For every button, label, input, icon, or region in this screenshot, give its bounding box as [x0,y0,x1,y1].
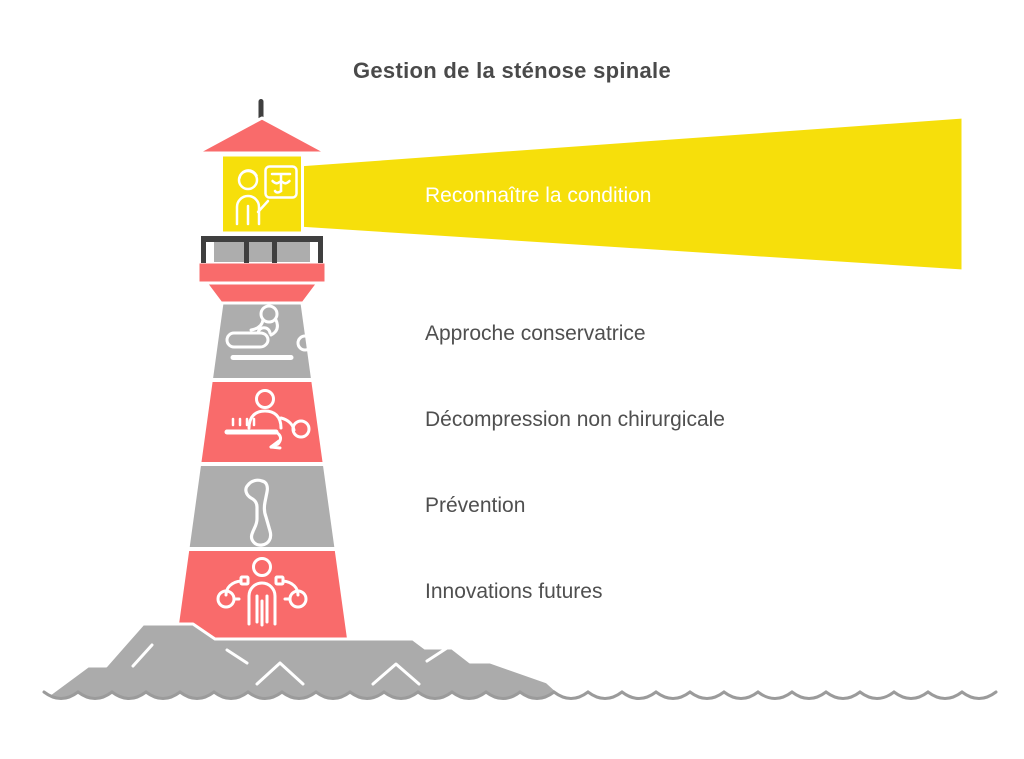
gallery-deck [214,241,310,262]
spine-icon [244,478,273,547]
segment-band-conservative [172,303,352,378]
massage-therapy-icon [225,304,314,360]
water-mask [44,692,996,759]
gallery-railing [201,236,323,263]
segment-label-conservative: Approche conservatrice [425,322,646,345]
beam-label: Reconnaître la condition [425,184,652,207]
segment-label-innovation: Innovations futures [425,580,603,603]
lantern-room [220,153,304,235]
lighthouse-roof [195,116,329,155]
rock-facets [131,643,449,686]
band-divider [172,462,352,466]
segment-label-decompression: Décompression non chirurgicale [425,408,725,431]
gallery-flare [203,281,321,305]
band-divider [172,378,352,382]
segment-band-decompression [172,382,352,462]
page-title: Gestion de la sténose spinale [352,58,672,83]
band-divider [172,547,352,551]
segment-label-prevention: Prévention [425,494,526,517]
exoskeleton-icon [216,557,308,627]
water-waves [42,690,998,700]
gallery-floor [196,260,328,285]
doctor-presenting-spine-chart-icon [235,165,298,226]
spinal-decompression-icon [224,389,311,450]
